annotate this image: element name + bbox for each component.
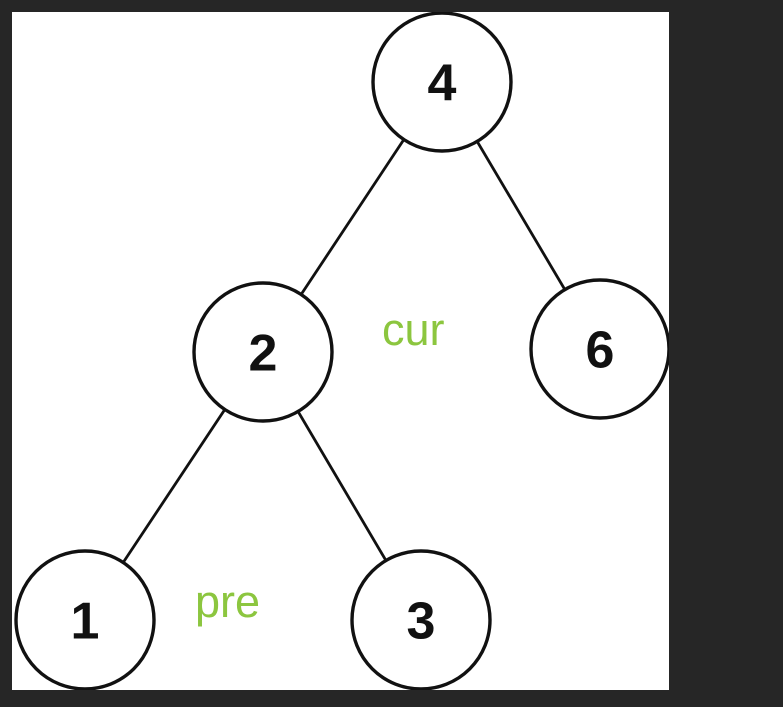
tree-node-value-4: 4 xyxy=(428,55,457,113)
tree-node-value-3: 3 xyxy=(407,593,436,651)
tree-node-value-2: 2 xyxy=(249,325,278,383)
annotation-pre: pre xyxy=(195,576,260,627)
diagram-panel: 4 2 6 1 3 cur pre xyxy=(12,12,669,690)
annotation-cur: cur xyxy=(382,304,445,355)
tree-node-1 xyxy=(14,549,156,690)
tree-svg: 4 2 6 1 3 cur pre xyxy=(14,12,669,690)
tree-node-2 xyxy=(192,281,334,423)
tree-node-4 xyxy=(371,12,513,153)
tree-node-value-6: 6 xyxy=(586,322,615,380)
tree-node-3 xyxy=(350,549,492,690)
tree-node-6 xyxy=(529,278,669,420)
tree-node-value-1: 1 xyxy=(71,593,100,651)
